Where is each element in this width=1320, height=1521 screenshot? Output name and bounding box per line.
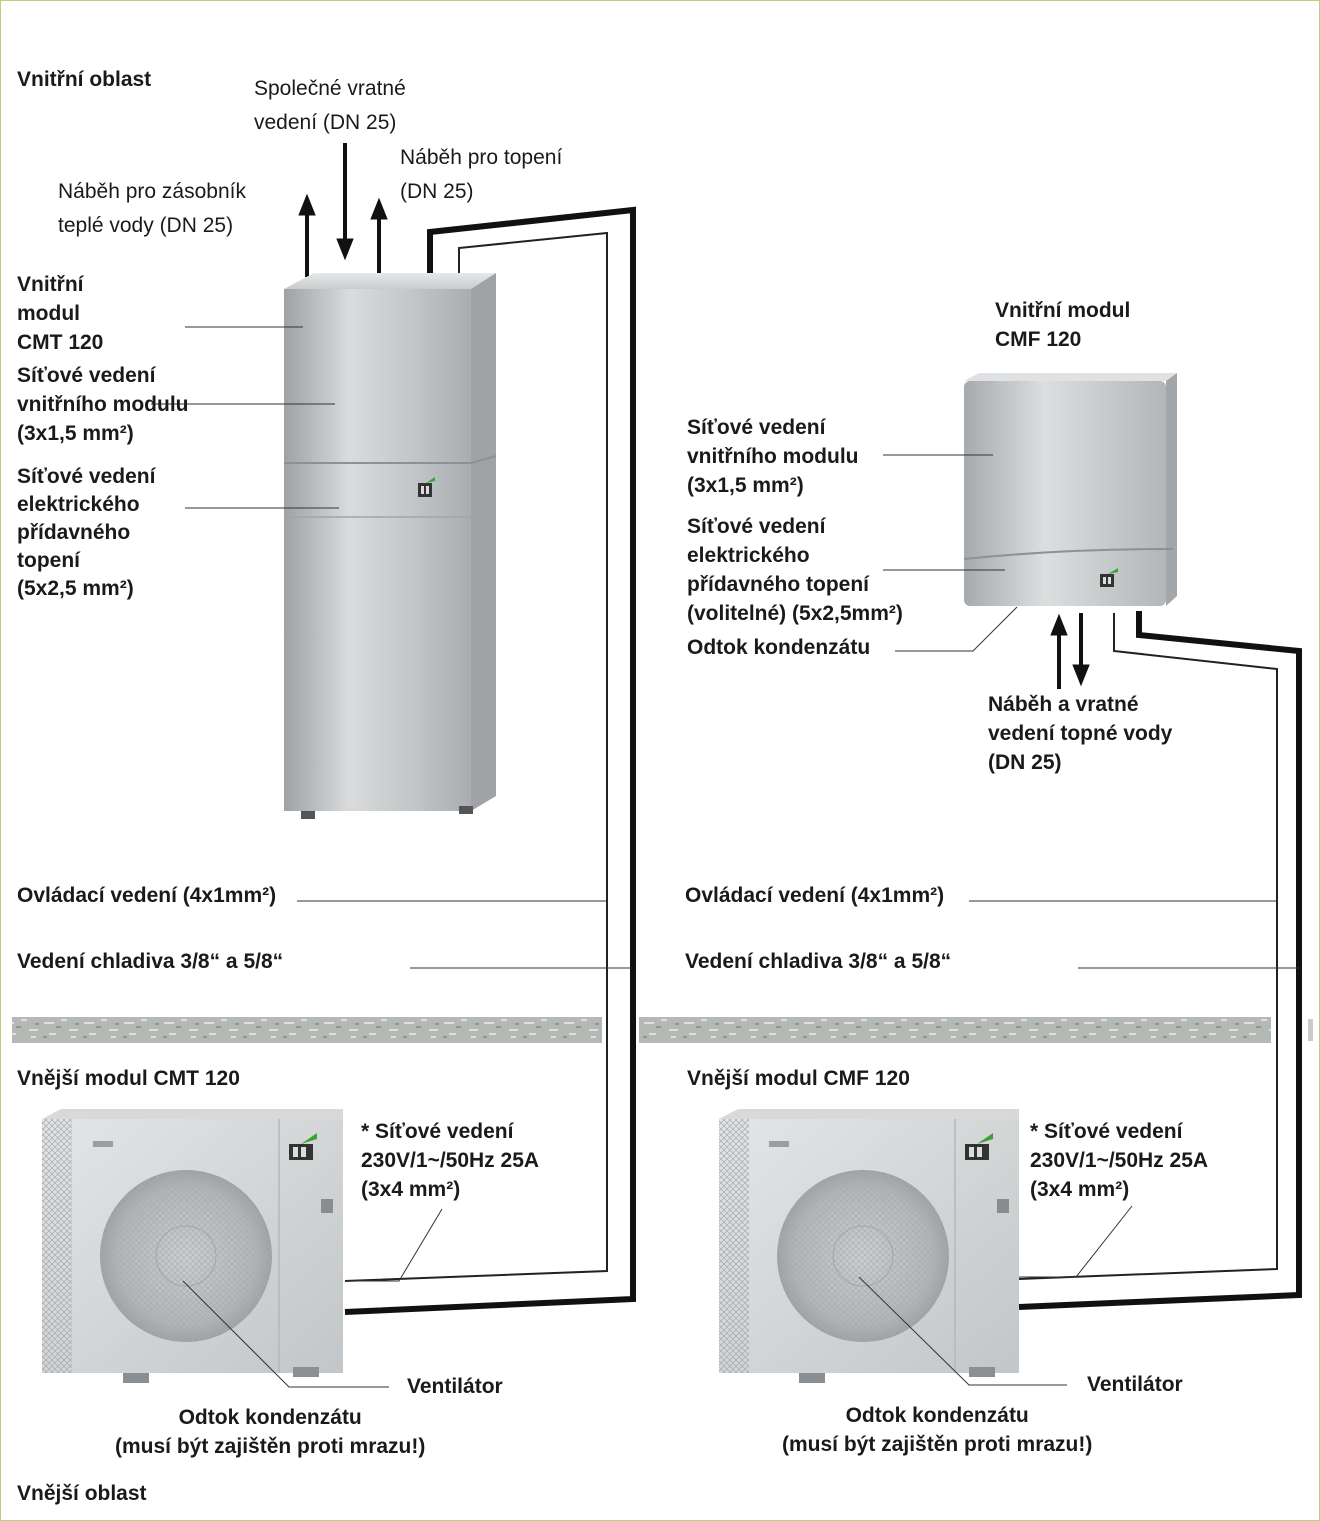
label-shared-return-pipe: Společné vratné vedení (DN 25): [254, 72, 406, 140]
zone-inside-label: Vnitřní oblast: [17, 65, 151, 94]
label-condensate-right: Odtok kondenzátu (musí být zajištěn prot…: [782, 1401, 1092, 1459]
indoor-unit-cmt120: [284, 273, 496, 819]
label-outdoor-power-left: * Síťové vedení 230V/1~/50Hz 25A (3x4 mm…: [361, 1117, 539, 1204]
pipe-arrows-right: [1051, 613, 1089, 689]
pipe-arrows-left: [299, 143, 387, 277]
label-heating-supply-pipe: Náběh pro topení (DN 25): [400, 141, 562, 209]
outdoor-unit-cmt120: [42, 1109, 343, 1383]
label-indoor-power-right: Síťové vedení vnitřního modulu (3x1,5 mm…: [687, 413, 858, 500]
outdoor-unit-cmf120: [719, 1109, 1019, 1383]
label-fan-left: Ventilátor: [407, 1372, 503, 1401]
label-heater-power-left: Síťové vedení elektrického přídavného to…: [17, 463, 155, 603]
label-indoor-power-left: Síťové vedení vnitřního modulu (3x1,5 mm…: [17, 361, 188, 448]
label-outdoor-power-right: * Síťové vedení 230V/1~/50Hz 25A (3x4 mm…: [1030, 1117, 1208, 1204]
label-refrigerant-line-right: Vedení chladiva 3/8“ a 5/8“: [685, 947, 951, 976]
label-indoor-unit-cmt: Vnitřní modul CMT 120: [17, 270, 103, 357]
label-dhw-supply-pipe: Náběh pro zásobník teplé vody (DN 25): [58, 175, 246, 243]
label-supply-return-pipe-right: Náběh a vratné vedení topné vody (DN 25): [988, 690, 1172, 777]
label-fan-right: Ventilátor: [1087, 1370, 1183, 1399]
label-refrigerant-line-left: Vedení chladiva 3/8“ a 5/8“: [17, 947, 283, 976]
indoor-unit-cmf120: [964, 373, 1177, 606]
label-condensate-left: Odtok kondenzátu (musí být zajištěn prot…: [115, 1403, 425, 1461]
label-indoor-unit-cmf: Vnitřní modul CMF 120: [995, 296, 1130, 354]
wall-edge-mark: [1308, 1019, 1313, 1041]
zone-outside-label: Vnější oblast: [17, 1479, 147, 1508]
label-control-line-right: Ovládací vedení (4x1mm²): [685, 881, 944, 910]
label-indoor-condensate-right: Odtok kondenzátu: [687, 633, 870, 662]
label-outdoor-unit-cmt: Vnější modul CMT 120: [17, 1064, 240, 1093]
label-control-line-left: Ovládací vedení (4x1mm²): [17, 881, 276, 910]
label-heater-power-right: Síťové vedení elektrického přídavného to…: [687, 512, 903, 628]
label-outdoor-unit-cmf: Vnější modul CMF 120: [687, 1064, 910, 1093]
wall-strip-left: [12, 1017, 602, 1043]
wall-strip-right: [639, 1017, 1271, 1043]
